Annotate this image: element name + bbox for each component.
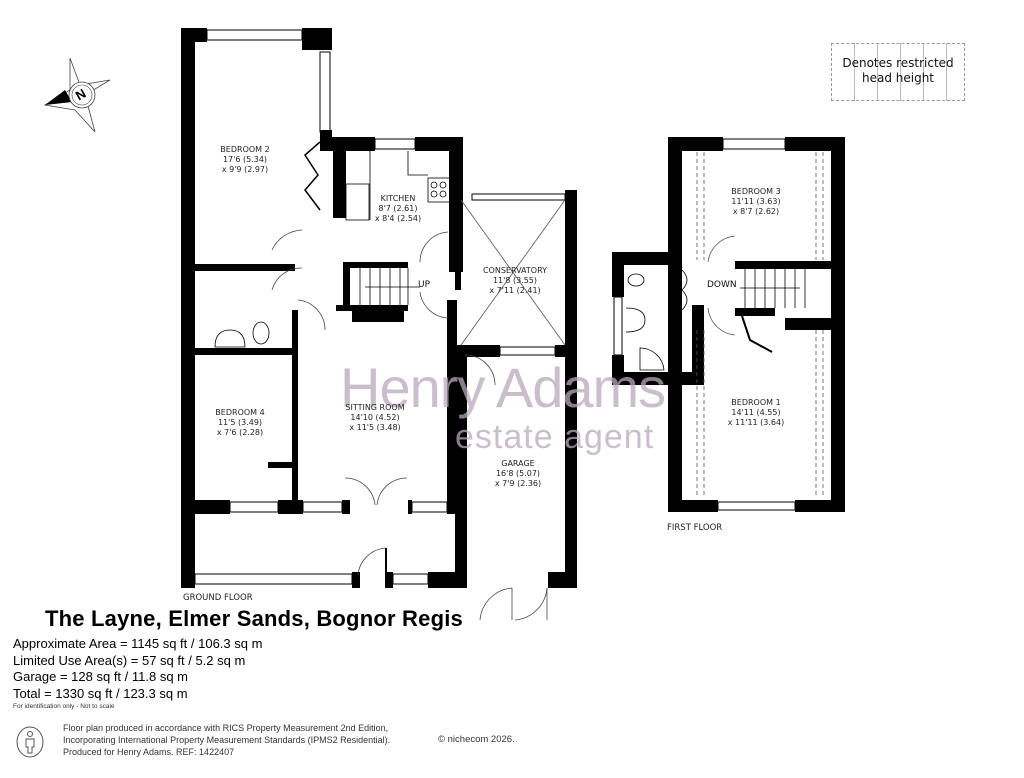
disclaimer: For identification only - Not to scale: [13, 703, 115, 710]
footer-brand: © nichecom 2026.: [438, 734, 515, 745]
area-limited-use: Limited Use Area(s) = 57 sq ft / 5.2 sq …: [13, 652, 246, 668]
room-garage: GARAGE 16'8 (5.07) x 7'9 (2.36): [494, 459, 542, 488]
footer-line-2: Incorporating International Property Mea…: [63, 735, 391, 745]
legend-line-1: Denotes restricted: [842, 56, 954, 70]
room-sitting-room: SITTING ROOM 14'10 (4.52) x 11'5 (3.48): [345, 403, 405, 432]
first-floor-details: [625, 152, 824, 498]
stairs-down-label: DOWN: [707, 280, 737, 290]
room-bedroom-2: BEDROOM 2 17'6 (5.34) x 9'9 (2.97): [220, 145, 270, 174]
room-bedroom-1: BEDROOM 1 14'11 (4.55) x 11'11 (3.64): [727, 398, 785, 427]
legend-line-2: head height: [861, 71, 935, 85]
ground-floor-doors: [214, 141, 566, 621]
area-garage: Garage = 128 sq ft / 11.8 sq m: [13, 669, 188, 684]
first-floor-plan: [612, 137, 845, 512]
ground-floor-windows: [182, 29, 576, 585]
area-approximate: Approximate Area = 1145 sq ft / 106.3 sq…: [13, 636, 263, 651]
room-kitchen: KITCHEN 8'7 (2.61) x 8'4 (2.54): [374, 194, 422, 223]
first-floor-label: FIRST FLOOR: [667, 523, 723, 533]
restricted-height-legend: Denotes restricted head height: [831, 43, 965, 101]
room-conservatory: CONSERVATORY 11'8 (3.55) x 7'11 (2.41): [482, 266, 548, 295]
first-floor-windows: [613, 138, 796, 511]
area-summary: Approximate Area = 1145 sq ft / 106.3 sq…: [13, 636, 262, 702]
ground-floor-label: GROUND FLOOR: [183, 593, 253, 603]
stairs-up-label: UP: [418, 280, 431, 290]
room-bedroom-4: BEDROOM 4 11'5 (3.49) x 7'6 (2.28): [215, 408, 265, 437]
ground-floor-plan: [181, 28, 577, 588]
footer-line-1: Floor plan produced in accordance with R…: [63, 723, 389, 733]
footer-line-3: Produced for Henry Adams. REF: 1422407: [63, 747, 235, 757]
property-title: The Layne, Elmer Sands, Bognor Regis: [45, 606, 463, 631]
compass-north-icon: [43, 57, 111, 133]
footer: Floor plan produced in accordance with R…: [13, 722, 553, 762]
room-bedroom-3: BEDROOM 3 11'11 (3.63) x 8'7 (2.62): [731, 187, 781, 216]
area-total: Total = 1330 sq ft / 123.3 sq m: [13, 685, 188, 701]
person-measurement-icon: [16, 726, 44, 758]
